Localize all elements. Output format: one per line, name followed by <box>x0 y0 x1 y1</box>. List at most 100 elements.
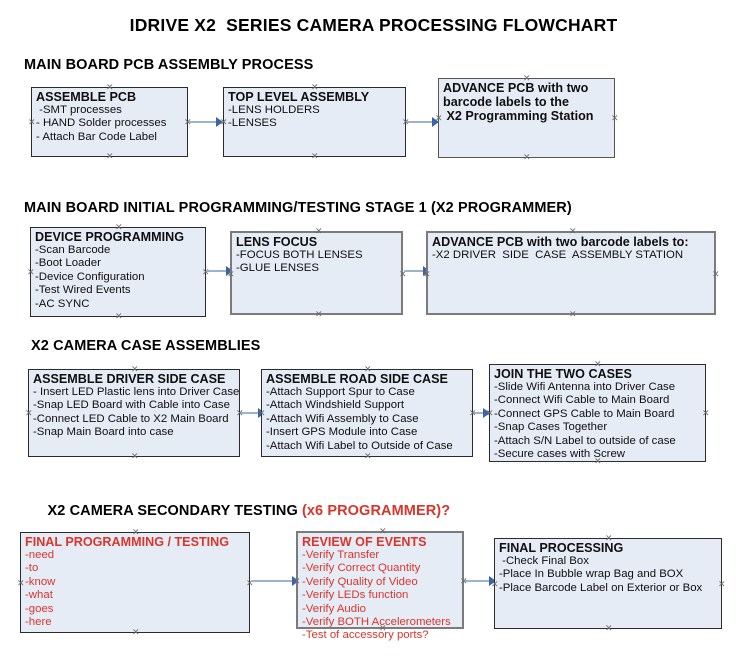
node-item-list: -Check Final Box -Place In Bubble wrap B… <box>495 555 721 595</box>
resize-handle-bottom[interactable] <box>364 453 371 460</box>
node-title: JOIN THE TWO CASES <box>494 367 632 381</box>
resize-handle-bottom[interactable] <box>311 153 318 160</box>
resize-handle-bottom[interactable] <box>315 311 322 318</box>
resize-handle-left[interactable] <box>17 580 24 587</box>
node-item-list: -need -to -know -what -goes -here <box>21 549 249 629</box>
list-item: -Place In Bubble wrap Bag and BOX <box>499 568 684 581</box>
section-heading-main-board-pcb-assembly-process: MAIN BOARD PCB ASSEMBLY PROCESS <box>24 57 314 73</box>
resize-handle-top[interactable] <box>523 75 530 82</box>
list-item: -Verify Transfer <box>302 549 380 561</box>
node-final-processing[interactable]: FINAL PROCESSING -Check Final Box -Place… <box>494 538 722 629</box>
connector-review-of-events-to-final-processing[interactable] <box>465 580 493 582</box>
node-title-line3: X2 Programming Station <box>443 109 594 123</box>
resize-handle-top[interactable] <box>311 84 318 91</box>
list-item: - Insert LED Plastic lens into Driver Ca… <box>33 386 240 398</box>
connector-device-programming-to-lens-focus[interactable] <box>207 270 229 272</box>
section-heading-accent: (x6 PROGRAMMER)? <box>301 503 451 519</box>
list-item: -Insert GPS Module into Case <box>266 426 418 439</box>
node-advance-pcb-driver-side[interactable]: ADVANCE PCB with two barcode labels to: … <box>426 231 716 315</box>
resize-handle-bottom[interactable] <box>115 313 122 320</box>
section-heading-main-board-initial-programming: MAIN BOARD INITIAL PROGRAMMING/TESTING S… <box>24 200 572 216</box>
list-item: -Snap LED Board with Cable into Case <box>33 399 230 412</box>
resize-handle-top[interactable] <box>106 84 113 91</box>
node-assemble-driver-side-case[interactable]: ASSEMBLE DRIVER SIDE CASE - Insert LED P… <box>28 369 240 457</box>
node-final-programming-testing[interactable]: FINAL PROGRAMMING / TESTING -need -to -k… <box>20 532 250 633</box>
connector-assemble-pcb-to-top-level[interactable] <box>189 121 219 123</box>
section-heading-text: X2 CAMERA SECONDARY TESTING <box>47 503 302 519</box>
resize-handle-left[interactable] <box>28 119 35 126</box>
list-item: - Attach Bar Code Label <box>36 130 157 143</box>
list-item: -Connect Wifi Cable to Main Board <box>494 394 670 407</box>
list-item: -need <box>25 549 55 561</box>
node-item-list: -Slide Wifi Antenna into Driver Case -Co… <box>490 381 705 461</box>
node-lens-focus[interactable]: LENS FOCUS -FOCUS BOTH LENSES -GLUE LENS… <box>230 231 403 315</box>
resize-handle-bottom[interactable] <box>605 625 612 632</box>
resize-handle-left[interactable] <box>486 410 493 417</box>
list-item: -Verify Quality of Video <box>302 575 418 588</box>
resize-handle-left[interactable] <box>423 271 430 278</box>
resize-handle-top[interactable] <box>315 228 322 235</box>
resize-handle-bottom[interactable] <box>523 154 530 161</box>
resize-handle-bottom[interactable] <box>131 453 138 460</box>
list-item: -Verify BOTH Accelerometers <box>302 616 451 629</box>
resize-handle-left[interactable] <box>27 269 34 276</box>
resize-handle-left[interactable] <box>293 578 300 585</box>
resize-handle-top[interactable] <box>131 366 138 373</box>
resize-handle-right[interactable] <box>712 271 719 278</box>
node-title: DEVICE PROGRAMMING <box>35 230 185 244</box>
node-item-list: - Insert LED Plastic lens into Driver Ca… <box>29 386 239 440</box>
resize-handle-top[interactable] <box>594 361 601 368</box>
list-item: -Verify Correct Quantity <box>302 562 421 575</box>
resize-handle-left[interactable] <box>491 581 498 588</box>
list-item: -LENS HOLDERS <box>228 104 320 116</box>
resize-handle-left[interactable] <box>435 115 442 122</box>
list-item: -Snap Cases Together <box>494 421 608 434</box>
resize-handle-top[interactable] <box>379 528 386 535</box>
resize-handle-right[interactable] <box>611 115 618 122</box>
node-assemble-pcb[interactable]: ASSEMBLE PCB -SMT processes - HAND Solde… <box>31 87 188 157</box>
connector-lens-focus-to-advance-pcb-driver[interactable] <box>404 270 428 272</box>
list-item: -Connect LED Cable to X2 Main Board <box>33 412 229 425</box>
node-advance-pcb-programming-station[interactable]: ADVANCE PCB with two barcode labels to t… <box>438 78 615 158</box>
connector-final-programming-to-review-of-events[interactable] <box>251 580 296 582</box>
list-item: -LENSES <box>228 117 277 130</box>
resize-handle-left[interactable] <box>220 119 227 126</box>
resize-handle-left[interactable] <box>227 271 234 278</box>
list-item: -Scan Barcode <box>35 244 111 256</box>
node-device-programming[interactable]: DEVICE PROGRAMMING -Scan Barcode -Boot L… <box>30 227 206 317</box>
resize-handle-bottom[interactable] <box>132 629 139 636</box>
list-item: - HAND Solder processes <box>36 117 167 130</box>
resize-handle-right[interactable] <box>702 410 709 417</box>
resize-handle-bottom[interactable] <box>569 311 576 318</box>
list-item: -Place Barcode Label on Exterior or Box <box>499 581 703 594</box>
resize-handle-left[interactable] <box>258 410 265 417</box>
section-heading-x2-camera-secondary-testing: X2 CAMERA SECONDARY TESTING (x6 PROGRAMM… <box>31 487 451 535</box>
resize-handle-top[interactable] <box>115 224 122 231</box>
resize-handle-right[interactable] <box>718 581 725 588</box>
list-item: -AC SYNC <box>35 297 90 310</box>
node-item-list: -SMT processes - HAND Solder processes -… <box>32 104 187 144</box>
resize-handle-top[interactable] <box>364 366 371 373</box>
connector-driver-case-to-road-case[interactable] <box>241 412 261 414</box>
connector-top-level-to-advance-pcb[interactable] <box>407 121 435 123</box>
resize-handle-bottom[interactable] <box>594 458 601 465</box>
node-title: FINAL PROGRAMMING / TESTING <box>25 535 230 549</box>
resize-handle-bottom[interactable] <box>106 153 113 160</box>
node-assemble-road-side-case[interactable]: ASSEMBLE ROAD SIDE CASE -Attach Support … <box>261 369 473 457</box>
node-title: ADVANCE PCB with two <box>443 81 589 95</box>
node-review-of-events[interactable]: REVIEW OF EVENTS -Verify Transfer -Verif… <box>293 528 464 641</box>
node-title-line2: barcode labels to the <box>443 95 569 109</box>
resize-handle-bottom[interactable] <box>379 625 386 632</box>
node-join-the-two-cases[interactable]: JOIN THE TWO CASES -Slide Wifi Antenna i… <box>489 364 706 462</box>
resize-handle-left[interactable] <box>25 410 32 417</box>
resize-handle-right[interactable] <box>399 271 406 278</box>
node-item-list: -Scan Barcode -Boot Loader -Device Confi… <box>31 244 205 311</box>
node-title: FINAL PROCESSING <box>499 541 624 555</box>
list-item: -Attach Support Spur to Case <box>266 386 415 398</box>
resize-handle-top[interactable] <box>569 228 576 235</box>
list-item: -Snap Main Board into case <box>33 426 174 439</box>
node-top-level-assembly[interactable]: TOP LEVEL ASSEMBLY -LENS HOLDERS -LENSES <box>223 87 406 157</box>
resize-handle-top[interactable] <box>132 529 139 536</box>
resize-handle-top[interactable] <box>605 535 612 542</box>
